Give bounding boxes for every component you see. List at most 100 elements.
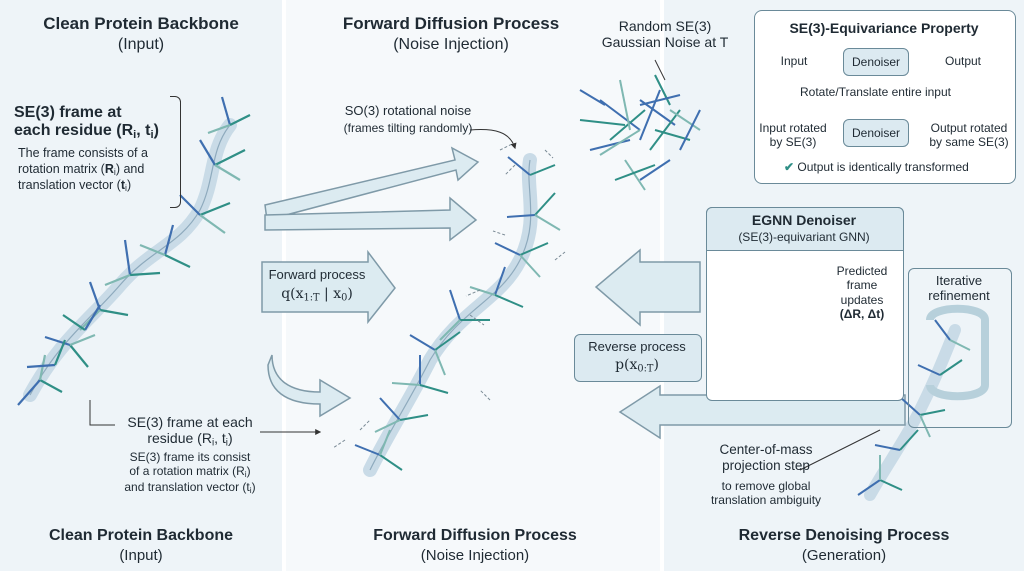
lower-label-sub: i <box>225 437 228 449</box>
eq-output-rotated: Output rotated by same SE(3) <box>926 121 1012 150</box>
lower-desc-part: ) <box>251 479 256 494</box>
frame-heading-line1: SE(3) frame at <box>14 104 122 121</box>
com-line2: projection step <box>722 457 810 473</box>
lower-frame-description: SE(3) frame its consist of a rotation ma… <box>100 450 280 495</box>
frame-desc-part: ) and <box>115 161 145 176</box>
formula-part: ) <box>347 286 353 302</box>
eq-output-rotated-line1: Output rotated <box>930 121 1008 135</box>
frame-arrow <box>934 319 971 351</box>
forward-flow-arrow-upper <box>264 146 480 221</box>
forward-process-arrow-shape <box>261 249 396 325</box>
frame-heading-sub: i <box>150 129 154 142</box>
frame-arrow <box>26 339 67 369</box>
so3-noise-desc: (frames tilting randomly) <box>343 121 473 135</box>
formula-sub: 1:T <box>303 292 320 304</box>
forward-flow-arrow-lower <box>264 196 478 242</box>
pred-line3: updates <box>840 292 884 307</box>
frame-arrow <box>139 224 191 268</box>
eq-rotate-label: Rotate/Translate entire input <box>800 85 951 99</box>
random-noise-cloud <box>579 74 701 191</box>
eq-check-row: ✔ Output is identically transformed <box>784 160 1004 175</box>
reverse-backbone-ribbon <box>864 324 961 501</box>
reverse-process-box <box>574 334 702 382</box>
iterative-box <box>908 268 1012 428</box>
noise-label-line2: Gaussian Noise at T <box>601 34 729 51</box>
eq-output-label: Output <box>944 54 982 68</box>
frame-arrow <box>857 455 903 496</box>
forward-bottom-subtitle: (Noise Injection) <box>420 547 530 564</box>
forward-frame-arrows <box>354 156 561 471</box>
pred-line1: Predicted <box>836 264 888 278</box>
noise-label: Random SE(3) Gaussian Noise at T <box>590 18 740 50</box>
egnn-title: EGNN Denoiser <box>751 212 857 228</box>
iterative-line1: Iterative <box>935 273 983 288</box>
com-line3: to remove global <box>721 479 811 493</box>
lower-label-part: ) <box>227 430 233 447</box>
egnn-header <box>706 207 904 251</box>
reverse-frame-arrows <box>857 319 971 496</box>
reverse-bottom-title: Reverse Denoising Process <box>738 527 950 544</box>
eq-input-label: Input <box>780 54 808 68</box>
lower-desc-part: ) <box>246 464 251 479</box>
lower-desc-line3: and translation vector (t <box>124 479 250 494</box>
curved-flow-arrow <box>267 354 352 418</box>
eq-denoiser-box: Denoiser <box>843 48 909 76</box>
equivariance-title: SE(3)-Equivariance Property <box>789 20 979 36</box>
noise-label-line1: Random SE(3) <box>618 18 712 34</box>
forward-bottom-title: Forward Diffusion Process <box>373 527 577 544</box>
clean-panel-title: Clean Protein Backbone <box>43 14 239 33</box>
forward-panel-title: Forward Diffusion Process <box>342 14 560 33</box>
eq-input-rotated: Input rotated by SE(3) <box>757 121 829 150</box>
forward-process-label: Forward process <box>268 267 366 282</box>
reverse-bottom-subtitle: (Generation) <box>801 547 887 564</box>
reverse-process-label: Reverse process <box>588 339 686 354</box>
frame-bracket <box>170 96 181 208</box>
frame-arrow <box>207 96 251 135</box>
frame-arrow <box>494 242 549 278</box>
formula-sub: 0:T <box>637 363 654 375</box>
clean-bottom-subtitle: (Input) <box>119 547 163 564</box>
formula-sub: 0 <box>341 292 348 304</box>
pred-line4: (ΔR, Δt) <box>839 307 885 322</box>
lower-label-part: , t <box>214 430 226 447</box>
clean-bottom-title: Clean Protein Backbone <box>48 527 234 544</box>
refinement-loop <box>926 304 989 401</box>
check-icon: ✔ <box>784 160 795 174</box>
egnn-prediction-label: Predicted frame updates (ΔR, Δt) <box>826 264 898 322</box>
com-label: Center-of-mass projection step <box>686 442 846 473</box>
callout-lines <box>89 59 881 471</box>
frame-desc-part: ) <box>126 177 132 192</box>
frame-arrow <box>179 194 231 234</box>
clean-frame-arrows <box>17 96 251 406</box>
forward-process-formula: q(x1:T | x0) <box>262 286 372 304</box>
lower-label-line1: SE(3) frame at each <box>127 414 253 430</box>
frame-arrow <box>439 289 490 341</box>
lower-label-sub: i <box>211 437 215 449</box>
eq-output-rotated-line2: by same SE(3) <box>929 134 1009 149</box>
forward-backbone-ribbon-edge <box>369 159 532 471</box>
lower-desc-line1: SE(3) frame its consist <box>129 450 251 464</box>
frame-arrow <box>62 304 101 331</box>
frame-arrow <box>409 331 461 376</box>
frame-arrow <box>917 359 963 376</box>
eq-denoiser-box-2: Denoiser <box>843 119 909 147</box>
reverse-flow-arrow-upper <box>594 248 701 327</box>
frame-arrow <box>44 333 96 368</box>
frame-arrow <box>899 396 946 438</box>
lower-label-line2: residue (R <box>147 430 212 447</box>
frame-arrow <box>199 139 246 181</box>
frame-arrow <box>374 397 429 433</box>
frame-desc-R: R <box>104 161 114 176</box>
clean-backbone-panel <box>0 0 282 571</box>
iterative-line2: refinement <box>928 287 990 303</box>
reverse-process-formula: p(x0:T) <box>574 357 700 375</box>
frame-arrow <box>507 156 556 176</box>
com-line4: translation ambiguity <box>710 493 822 508</box>
frame-heading-sub: i <box>133 129 137 142</box>
frame-desc-sub: i <box>113 166 116 177</box>
frame-arrow <box>469 266 524 308</box>
frame-arrow <box>506 192 561 231</box>
frame-heading-line2: each residue (R <box>14 122 134 140</box>
formula-part: | x <box>319 286 342 302</box>
frame-description: The frame consists of a rotation matrix … <box>18 146 178 194</box>
